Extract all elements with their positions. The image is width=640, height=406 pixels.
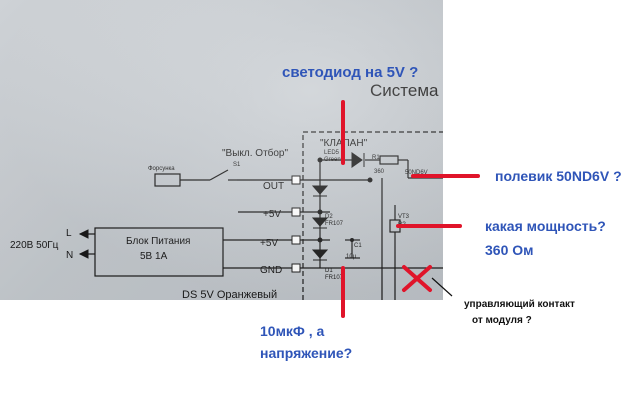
led-ref: LED5 <box>324 150 340 156</box>
connector-5v-b <box>291 235 301 245</box>
psu-rating: 5В 1А <box>140 251 168 262</box>
capacitor-question-line2: напряжение? <box>260 345 353 361</box>
power-question-annotation: какая мощность? <box>485 218 606 234</box>
resistance-annotation: 360 Ом <box>485 242 534 258</box>
led-color: Green <box>324 157 341 163</box>
r1-value: 360 <box>374 169 385 175</box>
plus5v-label-a: +5V <box>263 209 281 220</box>
fet-part: 50ND6V <box>405 170 428 176</box>
d1-part: FR107 <box>325 275 344 281</box>
d1-ref: D1 <box>325 268 333 274</box>
contact-question-line2: от модуля ? <box>472 315 532 326</box>
power-supply-box <box>94 227 224 277</box>
mains-n-label: N <box>66 250 73 261</box>
switch-label: "Выкл. Отбор" <box>222 147 288 159</box>
switch-ref: S1 <box>233 162 241 168</box>
system-title: Система <box>370 81 439 100</box>
diode-d2 <box>311 217 329 227</box>
diode-top <box>311 185 329 195</box>
mains-label: 220В 50Гц <box>10 240 59 251</box>
plus5v-label-b: +5V <box>260 238 278 249</box>
psu-title: Блок Питания <box>126 236 190 247</box>
contact-pointer-line <box>431 277 453 297</box>
cross-stroke-b <box>402 265 432 292</box>
injector-coil <box>154 173 181 187</box>
out-label: OUT <box>263 181 284 192</box>
connector-out <box>291 175 301 185</box>
d2-part: FR107 <box>325 221 344 227</box>
led-symbol <box>351 152 363 168</box>
c1-value: 10μ <box>346 254 357 260</box>
connector-5v-a <box>291 207 301 217</box>
mains-l-label: L <box>66 228 72 239</box>
r1-ref: R1 <box>372 155 380 161</box>
connector-gnd <box>291 263 301 273</box>
switch-lever <box>209 169 229 181</box>
contact-question-line1: управляющий контакт <box>464 299 575 310</box>
injector-label: Форсунка <box>148 166 175 172</box>
bottom-text: DS 5V Оранжевый <box>182 289 277 300</box>
vt3-ref: VT3 <box>398 214 410 220</box>
capacitor-question-line1: 10мкФ , а <box>260 323 325 339</box>
fet-question-annotation: полевик 50ND6V ? <box>495 168 622 184</box>
led-question-annotation: светодиод на 5V ? <box>282 64 419 81</box>
klapan-module-border <box>302 131 443 300</box>
schematic-photo: Система "КЛАПАН" "Выкл. Отбор" S1 Форсун… <box>0 0 443 300</box>
d2-ref: D2 <box>325 214 333 220</box>
diode-d1 <box>311 249 329 259</box>
gnd-label: GND <box>260 265 282 276</box>
c1-ref: C1 <box>354 243 362 249</box>
